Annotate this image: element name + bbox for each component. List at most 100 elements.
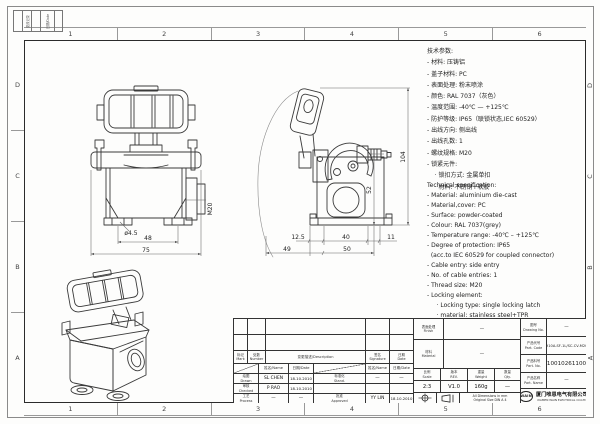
dim-hole-dia: ø4.5	[124, 230, 137, 237]
tb-part-name-value: —	[546, 372, 586, 388]
rev-row-cell	[247, 334, 265, 350]
rev-row-cell	[233, 318, 247, 334]
spec-line: - Locking element:	[427, 292, 483, 299]
cone-symbol-icon	[441, 393, 453, 403]
tb-empty-cell	[313, 383, 365, 393]
tb-drawn-name: SL CHEN	[258, 373, 288, 383]
dim-11: 11	[387, 234, 395, 241]
tb-process-name: —	[258, 393, 288, 403]
zone-letter: D	[11, 40, 24, 131]
rev-row-cell	[247, 318, 265, 334]
tb-company-cell: WAIN 厦门唯恩电气有限公司 XIAMEN WAIN ELECTRICAL C…	[520, 388, 586, 403]
spec-line: - 出线方向: 侧出线	[427, 127, 478, 135]
zone-letter: C	[11, 131, 24, 222]
tb-stand-date: —	[389, 373, 413, 383]
dimension-lines	[90, 87, 410, 256]
zone-number: 6	[537, 30, 542, 38]
spec-line: 技术参数:	[427, 48, 454, 55]
zone-number: 5	[399, 28, 494, 40]
tb-empty-cell	[389, 383, 413, 393]
dim-49: 49	[283, 246, 291, 253]
dim-40: 40	[342, 234, 350, 241]
tb-date-subheader: 日期/Date	[288, 363, 313, 373]
spec-line: - Material,cover: PC	[427, 202, 486, 209]
first-angle-projection-icon	[413, 392, 436, 403]
tb-drawing-no-value: —	[546, 318, 586, 336]
spec-line: - Thread size: M20	[427, 282, 483, 289]
spec-line: · 锁扣方式: 金属单扣	[427, 172, 491, 180]
spec-line: - 锁紧元件:	[427, 160, 458, 168]
tb-part-code-value: H10A-SF-1L/SC-CV-M20	[546, 336, 586, 354]
zone-number: 6	[537, 405, 542, 413]
revision-corner-block: 更改记录 日期/Date	[13, 10, 63, 32]
zone-number: 3	[212, 28, 306, 40]
tb-scale-value: 2:3	[413, 380, 440, 392]
rev-row-cell	[365, 334, 389, 350]
tb-checked-date: 18.10.2010	[288, 383, 313, 393]
dim-12-5: 12.5	[291, 234, 305, 241]
tb-diagonal-cell	[313, 363, 365, 373]
side-view	[257, 88, 393, 258]
spec-line: (acc.to IEC 60529 for coupled connector)	[427, 252, 555, 259]
spec-line: - Material: aluminium die-cast	[427, 192, 517, 199]
spec-line: - 表面处理: 粉末喷涂	[427, 81, 484, 89]
tb-dimensions-note: All Dimensions in mm Original Size DIN A…	[459, 392, 520, 403]
zone-number: 3	[212, 403, 306, 415]
corner-cell	[32, 11, 41, 31]
tb-diagonal-cell	[233, 363, 258, 373]
spec-line: - Surface: powder-coated	[427, 212, 503, 219]
tb-description-header: 变更描述/Description	[265, 350, 365, 363]
tb-finish-value: —	[443, 318, 520, 339]
spec-line: · material: stainless steel+TPR	[427, 312, 529, 319]
rev-row-cell	[233, 334, 247, 350]
tech-specs-chinese: 技术参数: - 材料: 压铸铝 - 盖子材料: PC - 表面处理: 粉末喷涂 - 颜色…	[427, 46, 587, 193]
dim-48: 48	[144, 235, 152, 242]
spec-line: · Locking type: single locking latch	[427, 302, 541, 309]
dim-75: 75	[142, 247, 150, 254]
zone-letter: B	[11, 222, 24, 313]
spec-line: - No. of cable entries: 1	[427, 272, 498, 279]
spec-line: - 防护等级: IP65（联锁状态,IEC 60529）	[427, 115, 541, 123]
tb-rev-value: V1.0	[440, 380, 467, 392]
tb-date-subheader: 日期/Date	[389, 363, 413, 373]
tb-part-no-value: 1100102611002	[546, 354, 586, 372]
corner-cell: 更改记录	[23, 11, 32, 31]
rev-row-cell	[265, 334, 365, 350]
spec-line: - 材料: 压铸铝	[427, 59, 466, 67]
zone-letter: A	[15, 354, 20, 362]
zone-number: 2	[118, 28, 212, 40]
dimension-labels: 48 75 ø4.5 M20 104 52 12.5 40 11 49 50	[124, 151, 407, 254]
dim-thread-m20: M20	[207, 202, 214, 215]
rev-row-cell	[365, 318, 389, 334]
rev-row-cell	[265, 318, 365, 334]
company-name: 厦门唯恩电气有限公司 XIAMEN WAIN ELECTRICAL CO.LTD	[535, 391, 586, 402]
spec-line: - 颜色: RAL 7037（灰色）	[427, 93, 500, 101]
zone-number: 4	[305, 403, 400, 415]
tb-empty-cell	[365, 383, 389, 393]
spec-line: - 盖子材料: PC	[427, 70, 467, 78]
tb-checked-name: P RAO	[258, 383, 288, 393]
tb-material-value: —	[443, 339, 520, 368]
tech-specs-english: Technical specification:- Material: alum…	[427, 181, 587, 321]
zone-number: 1	[24, 403, 118, 415]
tb-process-date: —	[288, 393, 313, 403]
spec-line: - Colour: RAL 7037(grey)	[427, 222, 501, 229]
front-view	[90, 85, 206, 226]
zone-number: 5	[399, 403, 494, 415]
tb-approved-name: YY LIN	[365, 393, 389, 403]
